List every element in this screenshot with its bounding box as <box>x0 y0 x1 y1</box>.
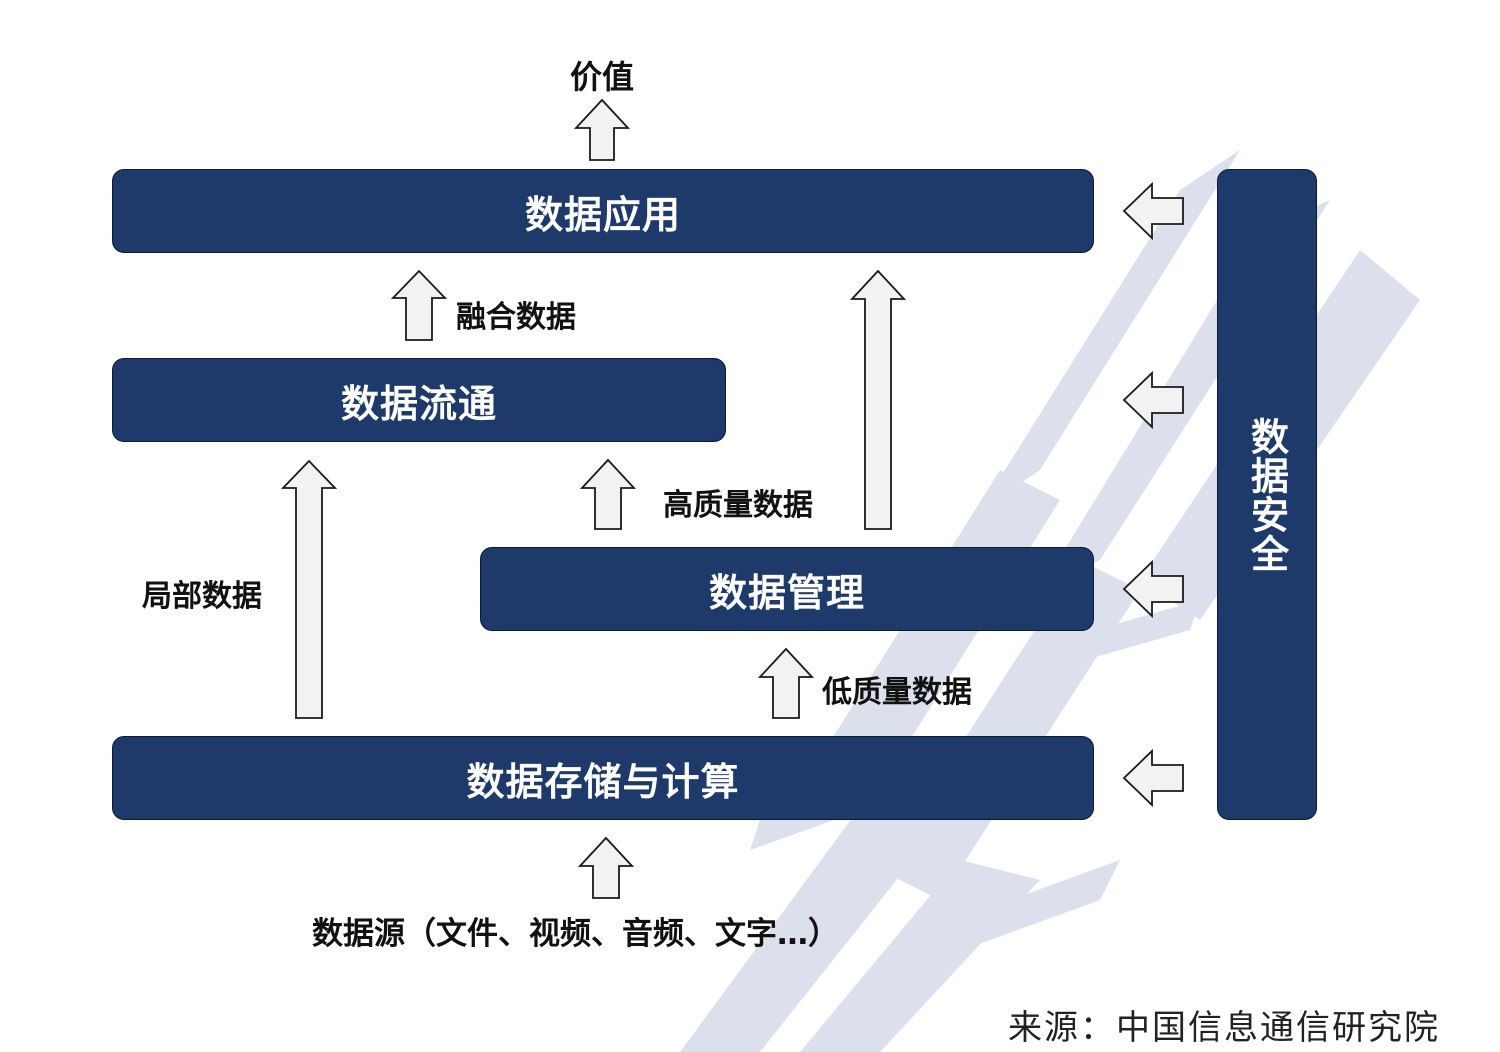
block-data-application-label: 数据应用 <box>524 192 681 237</box>
arrow-up-fused-data <box>390 269 448 341</box>
block-data-security-label: 数据安全 <box>1244 416 1289 573</box>
block-data-application: 数据应用 <box>112 169 1094 253</box>
arrow-up-from-source <box>577 836 635 899</box>
arrow-left-security-mgmt <box>1122 559 1184 619</box>
block-data-management-label: 数据管理 <box>708 570 865 615</box>
arrow-up-high-quality <box>579 458 637 530</box>
value-label: 价值 <box>570 58 635 96</box>
arrow-up-local-data <box>280 459 338 719</box>
block-data-circulation-label: 数据流通 <box>340 381 497 426</box>
arrow-left-security-app <box>1122 181 1184 241</box>
block-data-storage-compute: 数据存储与计算 <box>112 736 1094 820</box>
block-data-security: 数据安全 <box>1217 169 1317 820</box>
label-local-data: 局部数据 <box>142 579 262 614</box>
arrow-up-low-quality <box>757 647 815 719</box>
arrow-left-security-flow <box>1122 370 1184 430</box>
arrow-up-to-value <box>573 98 631 161</box>
arrow-left-security-store <box>1122 748 1184 808</box>
block-data-management: 数据管理 <box>480 547 1094 631</box>
block-data-storage-compute-label: 数据存储与计算 <box>466 759 740 804</box>
source-credit: 来源：中国信息通信研究院 <box>1008 1008 1440 1048</box>
data-source-label: 数据源（文件、视频、音频、文字…） <box>312 916 839 952</box>
block-data-circulation: 数据流通 <box>112 358 726 442</box>
label-high-quality-data: 高质量数据 <box>663 488 813 523</box>
label-fused-data: 融合数据 <box>456 300 576 335</box>
arrow-up-to-application <box>849 269 907 530</box>
label-low-quality-data: 低质量数据 <box>822 675 972 710</box>
